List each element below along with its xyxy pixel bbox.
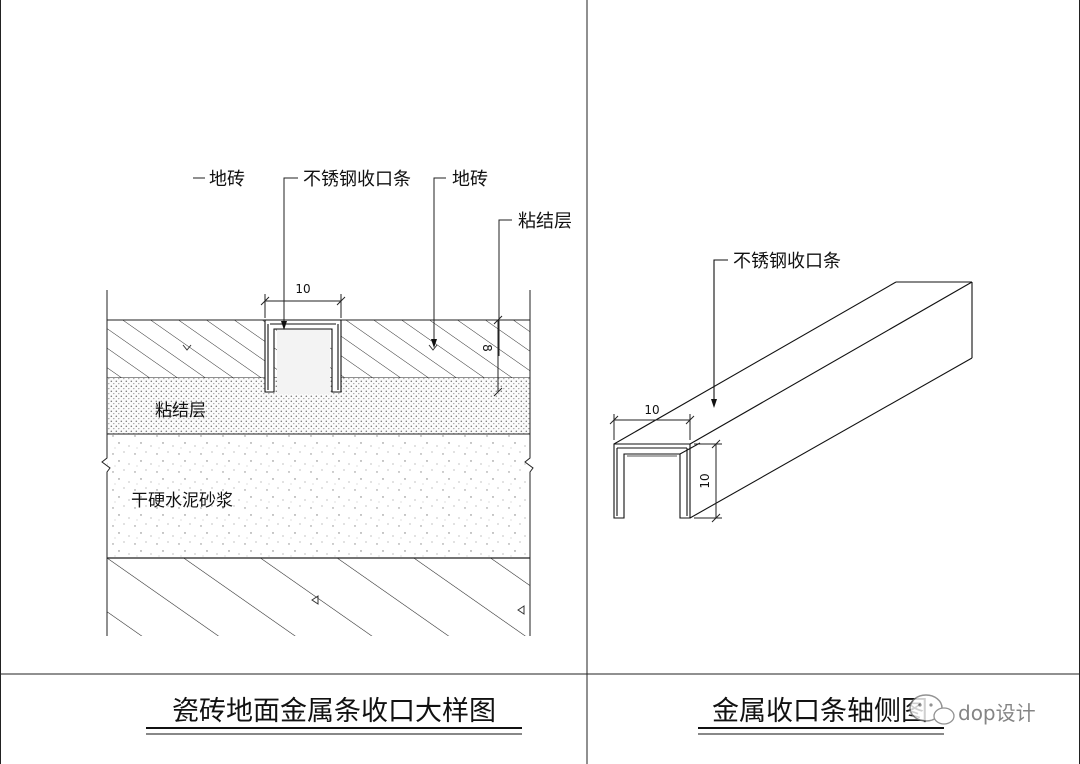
right-break-line: [524, 290, 534, 636]
watermark: dop设计: [909, 694, 1036, 725]
leaders: [193, 177, 512, 356]
strip-cavity: [277, 322, 330, 394]
edge-mid: [679, 442, 701, 455]
section-detail: 10 8 地砖 不锈钢收口条 地砖 粘结层 粘结层 干硬水泥砂浆: [101, 169, 572, 636]
leader-arrows: [281, 321, 437, 348]
axo-leader-arrow: [711, 399, 717, 408]
slab-mark-2: [517, 605, 525, 615]
title-left-text: 瓷砖地面金属条收口大样图: [172, 696, 496, 727]
edge-top-left: [613, 281, 897, 445]
dim-height-label: 8: [480, 344, 494, 352]
label-tile-left: 地砖: [209, 169, 245, 190]
label-adhesive: 粘结层: [518, 211, 572, 232]
tile-mark-right: [428, 344, 438, 351]
mortar-layer: [107, 434, 530, 558]
axo-dim-width: [609, 414, 695, 440]
watermark-text: dop设计: [958, 701, 1036, 725]
layer-label-mortar: 干硬水泥砂浆: [131, 491, 233, 511]
layer-label-adhesive: 粘结层: [155, 401, 206, 421]
label-strip: 不锈钢收口条: [303, 169, 411, 190]
strip-end-face: [613, 443, 691, 519]
axo-leader: [713, 259, 728, 402]
dim-height: [493, 315, 503, 397]
label-tile-right: 地砖: [452, 169, 488, 190]
axonometric-view: [609, 259, 973, 523]
edge-bottom: [689, 357, 973, 519]
axo-dim-height: [694, 439, 722, 523]
stainless-strip: [264, 319, 342, 393]
axo-label-strip: 不锈钢收口条: [733, 251, 841, 272]
axo-dim-height-label: 10: [698, 473, 712, 488]
dim-width-label: 10: [295, 282, 310, 296]
edge-top-right: [689, 281, 973, 445]
slab-mark-1: [311, 595, 319, 605]
title-right-text: 金属收口条轴侧图: [712, 696, 928, 727]
left-break-line: [101, 290, 111, 636]
title-right: 金属收口条轴侧图: [698, 696, 944, 735]
tile-mark-left: [182, 344, 192, 351]
axo-dim-width-label: 10: [644, 403, 659, 417]
title-left: 瓷砖地面金属条收口大样图: [146, 696, 522, 735]
dim-width: [260, 294, 346, 318]
